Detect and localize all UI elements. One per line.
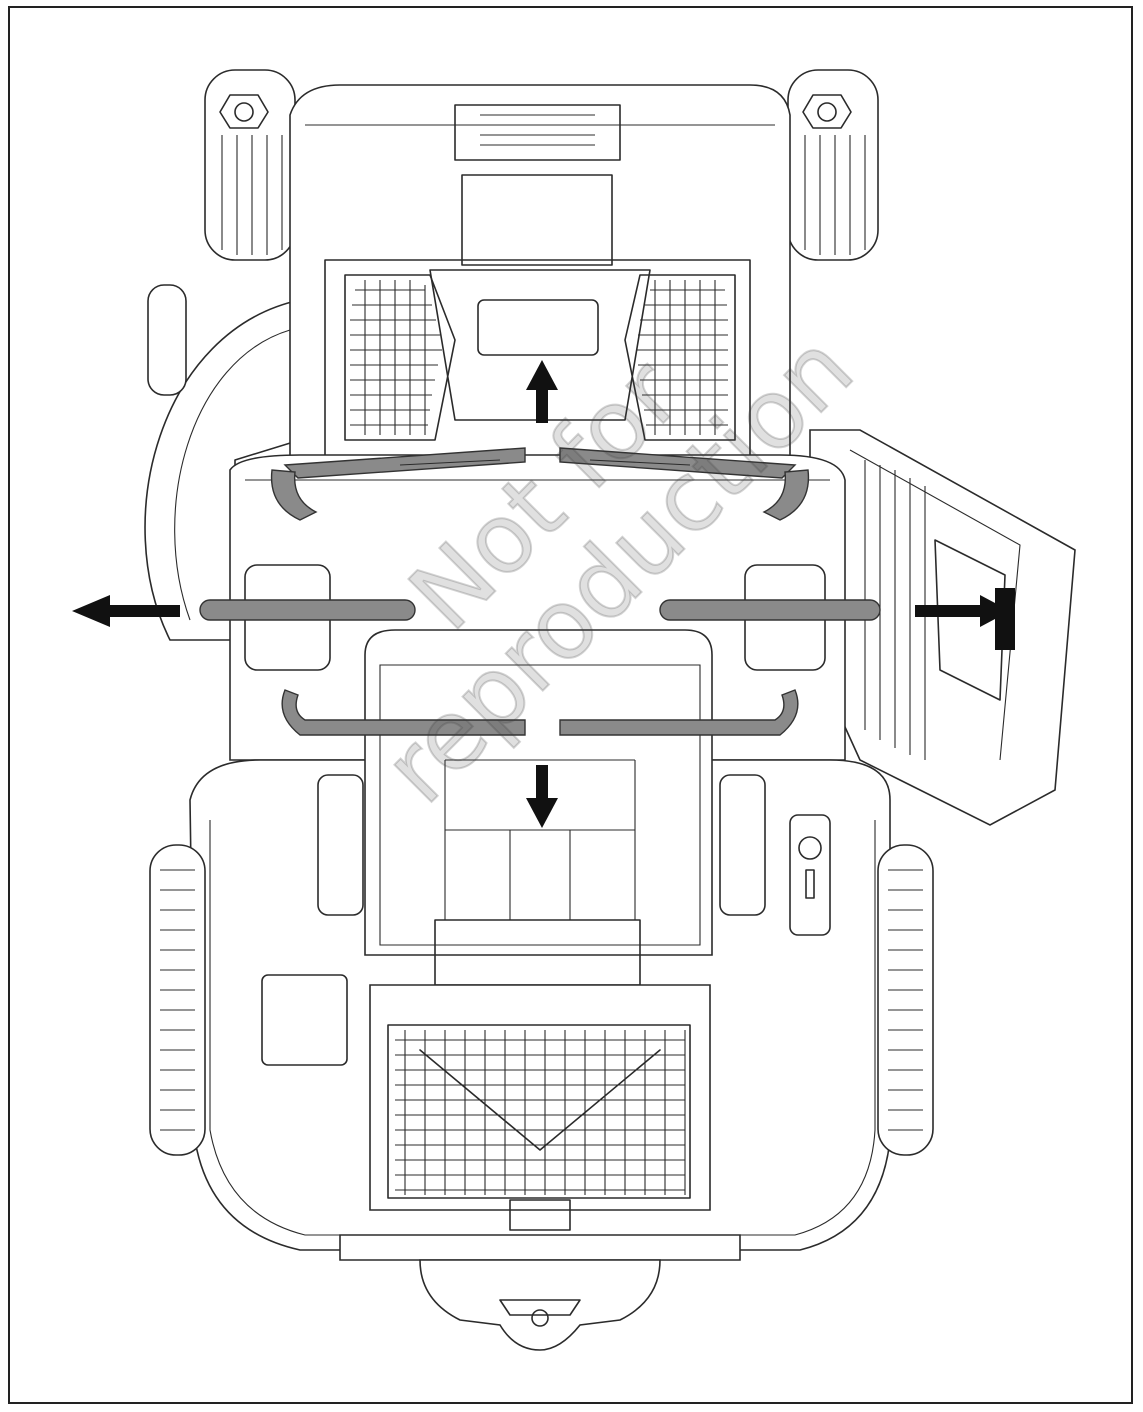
front-right-wheel bbox=[877, 844, 934, 1156]
left-side-cover bbox=[144, 284, 301, 641]
left-side-module bbox=[317, 774, 364, 916]
rear-right-wheel bbox=[787, 69, 879, 261]
rear-housing bbox=[289, 84, 791, 471]
front-grille bbox=[369, 984, 711, 1231]
side-discharge-chute bbox=[809, 429, 1076, 826]
arrow-left bbox=[72, 595, 180, 627]
arrow-right bbox=[915, 588, 1015, 650]
arrow-down bbox=[526, 765, 558, 828]
upper-right-vent bbox=[624, 274, 736, 441]
rear-left-wheel bbox=[204, 69, 296, 261]
front-bumper bbox=[339, 1234, 741, 1351]
right-side-module bbox=[719, 774, 766, 916]
upper-center-slot bbox=[477, 299, 599, 356]
handlebar bbox=[199, 447, 881, 736]
upper-center-panel bbox=[429, 269, 651, 421]
front-left-wheel bbox=[149, 844, 206, 1156]
arrow-up bbox=[526, 360, 558, 423]
upper-left-vent bbox=[344, 274, 456, 441]
